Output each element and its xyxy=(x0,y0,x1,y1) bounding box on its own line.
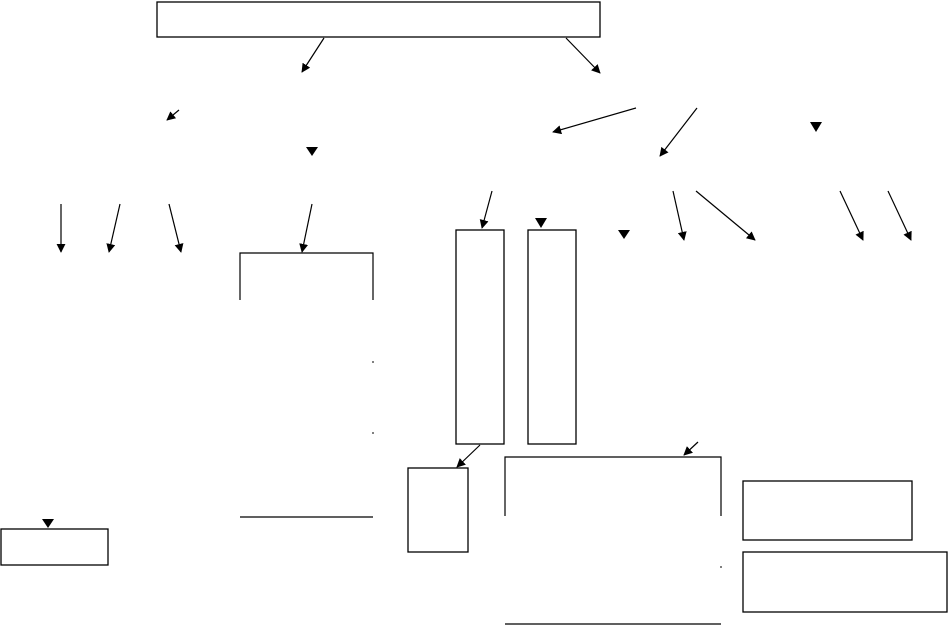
arrow-to-tall-box-left xyxy=(479,190,493,229)
small-box-center xyxy=(407,467,469,553)
arrowhead-mid-left xyxy=(306,147,318,156)
arrow-right-1 xyxy=(839,190,864,241)
arrow-right-2 xyxy=(887,190,912,241)
arrow-col-2 xyxy=(106,203,121,253)
arrow-root-to-right xyxy=(565,37,601,74)
arrowhead-tall-box-right xyxy=(535,218,547,228)
bottom-left-box xyxy=(0,528,109,566)
arrow-to-small-box xyxy=(456,444,481,468)
arrow-mid-1 xyxy=(672,190,687,241)
arrow-col-4 xyxy=(299,203,313,253)
open-box-left-top xyxy=(239,252,374,300)
right-box-upper xyxy=(742,480,913,541)
open-box-center-top xyxy=(504,456,722,516)
tall-box-left xyxy=(455,229,505,445)
arrow-root-to-left xyxy=(301,37,325,73)
arrow-to-center-open-box xyxy=(683,441,699,456)
arrowhead-far-right xyxy=(810,122,822,132)
arrow-right-branch-a xyxy=(552,107,637,135)
tall-box-right xyxy=(527,229,577,445)
top-root-box xyxy=(156,1,601,38)
arrow-mid-2 xyxy=(695,190,756,241)
arrow-right-branch-b xyxy=(659,107,698,157)
arrowhead-bottom-left-box xyxy=(42,519,54,528)
arrow-col-3 xyxy=(168,203,184,253)
arrowhead-mid-small xyxy=(618,230,630,239)
right-box-lower xyxy=(742,551,948,613)
arrow-short-left-upper xyxy=(166,109,180,121)
